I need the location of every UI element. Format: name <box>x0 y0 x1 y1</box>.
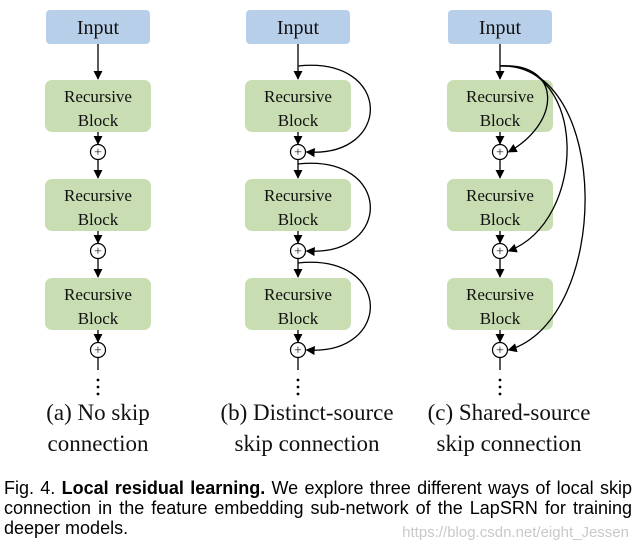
add-symbol: + <box>496 245 504 260</box>
skip-connection <box>297 261 371 356</box>
block-label-line1: Recursive <box>466 186 534 205</box>
block-label-line2: Block <box>78 210 119 229</box>
block-label-line2: Block <box>480 210 521 229</box>
shared-skip-connection <box>499 65 586 353</box>
block-label-line2: Block <box>278 309 319 328</box>
caption-prefix: Fig. 4. <box>4 478 56 498</box>
subfigure-caption-line1: (a) No skip <box>46 400 149 425</box>
subfigure-caption-line1: (b) Distinct-source <box>220 400 393 425</box>
diagram-none: InputRecursiveBlock+RecursiveBlock+Recur… <box>45 10 151 456</box>
skip-connection <box>297 64 371 158</box>
add-symbol: + <box>496 344 504 359</box>
block-label-line1: Recursive <box>64 285 132 304</box>
watermark: https://blog.csdn.net/eight_Jessen <box>402 524 629 541</box>
continuation-dots <box>296 378 300 396</box>
add-symbol: + <box>94 146 102 161</box>
recursive-block <box>245 179 351 231</box>
add-symbol: + <box>294 344 302 359</box>
block-label-line2: Block <box>78 309 119 328</box>
recursive-block <box>447 179 553 231</box>
block-label-line2: Block <box>480 309 521 328</box>
add-symbol: + <box>496 146 504 161</box>
skip-connection <box>297 162 371 257</box>
figure-caption: Fig. 4. Local residual learning. We expl… <box>4 478 632 538</box>
block-label-line1: Recursive <box>64 186 132 205</box>
recursive-block <box>245 278 351 330</box>
continuation-dots <box>498 378 502 396</box>
add-symbol: + <box>94 245 102 260</box>
block-label-line2: Block <box>78 111 119 130</box>
caption-bold: Local residual learning. <box>61 478 266 498</box>
add-symbol: + <box>94 344 102 359</box>
diagram-shared: InputRecursiveBlock+RecursiveBlock+Recur… <box>428 10 591 456</box>
block-label-line1: Recursive <box>64 87 132 106</box>
subfigure-caption-line1: (c) Shared-source <box>428 400 591 425</box>
input-label: Input <box>77 17 120 39</box>
block-label-line1: Recursive <box>466 285 534 304</box>
add-symbol: + <box>294 245 302 260</box>
input-label: Input <box>277 17 320 39</box>
block-label-line2: Block <box>278 111 319 130</box>
recursive-block <box>45 80 151 132</box>
block-label-line2: Block <box>480 111 521 130</box>
input-label: Input <box>479 17 522 39</box>
input-box <box>246 10 350 44</box>
recursive-block <box>45 278 151 330</box>
recursive-block <box>447 278 553 330</box>
input-box <box>46 10 150 44</box>
caption-text: We explore three different ways of local… <box>4 478 632 538</box>
diagram-distinct: InputRecursiveBlock+RecursiveBlock+Recur… <box>220 10 394 456</box>
continuation-dots <box>96 378 100 396</box>
recursive-block <box>45 179 151 231</box>
block-label-line2: Block <box>278 210 319 229</box>
residual-learning-diagram: InputRecursiveBlock+RecursiveBlock+Recur… <box>45 10 591 456</box>
recursive-block <box>245 80 351 132</box>
block-label-line1: Recursive <box>264 186 332 205</box>
subfigure-caption-line2: skip connection <box>437 431 582 456</box>
block-label-line1: Recursive <box>264 285 332 304</box>
subfigure-caption-line2: skip connection <box>235 431 380 456</box>
block-label-line1: Recursive <box>264 87 332 106</box>
subfigure-caption-line2: connection <box>48 431 149 456</box>
add-symbol: + <box>294 146 302 161</box>
input-box <box>448 10 552 44</box>
block-label-line1: Recursive <box>466 87 534 106</box>
recursive-block <box>447 80 553 132</box>
